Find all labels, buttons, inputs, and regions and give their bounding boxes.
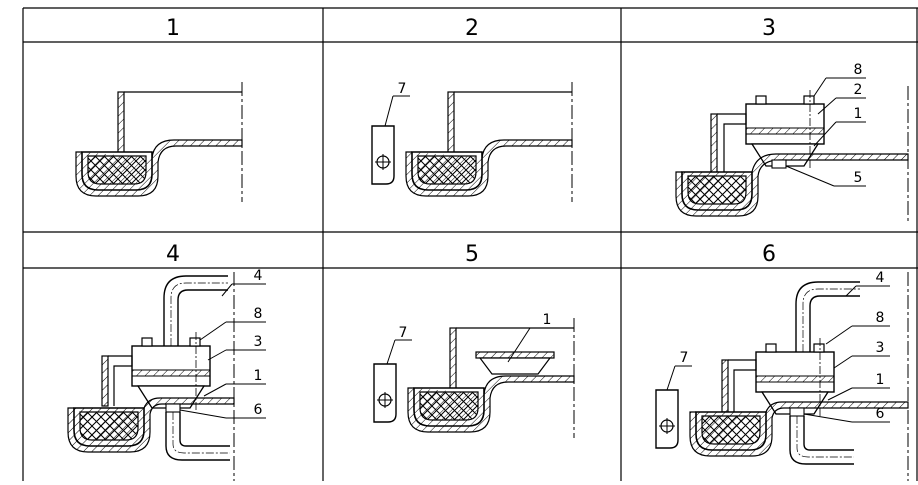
- header-1: 1: [166, 16, 180, 41]
- label-3: 3: [254, 334, 263, 350]
- variant-2-drawing: 7: [371, 81, 572, 202]
- variant-3-drawing: 8 2 1 5: [675, 62, 909, 222]
- variant-6-drawing: 7 4 8 3 1 6: [655, 270, 909, 481]
- label-1: 1: [876, 372, 885, 388]
- label-1: 1: [543, 312, 552, 328]
- label-6: 6: [876, 406, 885, 422]
- variant-5-drawing: 7 1: [373, 312, 574, 438]
- label-7: 7: [680, 350, 689, 366]
- label-7: 7: [398, 81, 407, 97]
- label-4: 4: [876, 270, 885, 286]
- header-4: 4: [166, 242, 180, 267]
- table-grid: [22, 7, 918, 481]
- label-4: 4: [254, 268, 263, 284]
- label-2: 2: [854, 82, 863, 98]
- header-2: 2: [465, 16, 479, 41]
- label-5: 5: [854, 170, 863, 186]
- label-1: 1: [854, 106, 863, 122]
- variant-1-drawing: [76, 82, 242, 202]
- label-3: 3: [876, 340, 885, 356]
- header-5: 5: [465, 242, 479, 267]
- label-1: 1: [254, 368, 263, 384]
- header-3: 3: [762, 16, 776, 41]
- label-6: 6: [254, 402, 263, 418]
- header-6: 6: [762, 242, 776, 267]
- variant-4-drawing: 4 8 3 1 6: [67, 268, 266, 481]
- label-8: 8: [254, 306, 263, 322]
- label-7: 7: [399, 325, 408, 341]
- label-8: 8: [854, 62, 863, 78]
- label-8: 8: [876, 310, 885, 326]
